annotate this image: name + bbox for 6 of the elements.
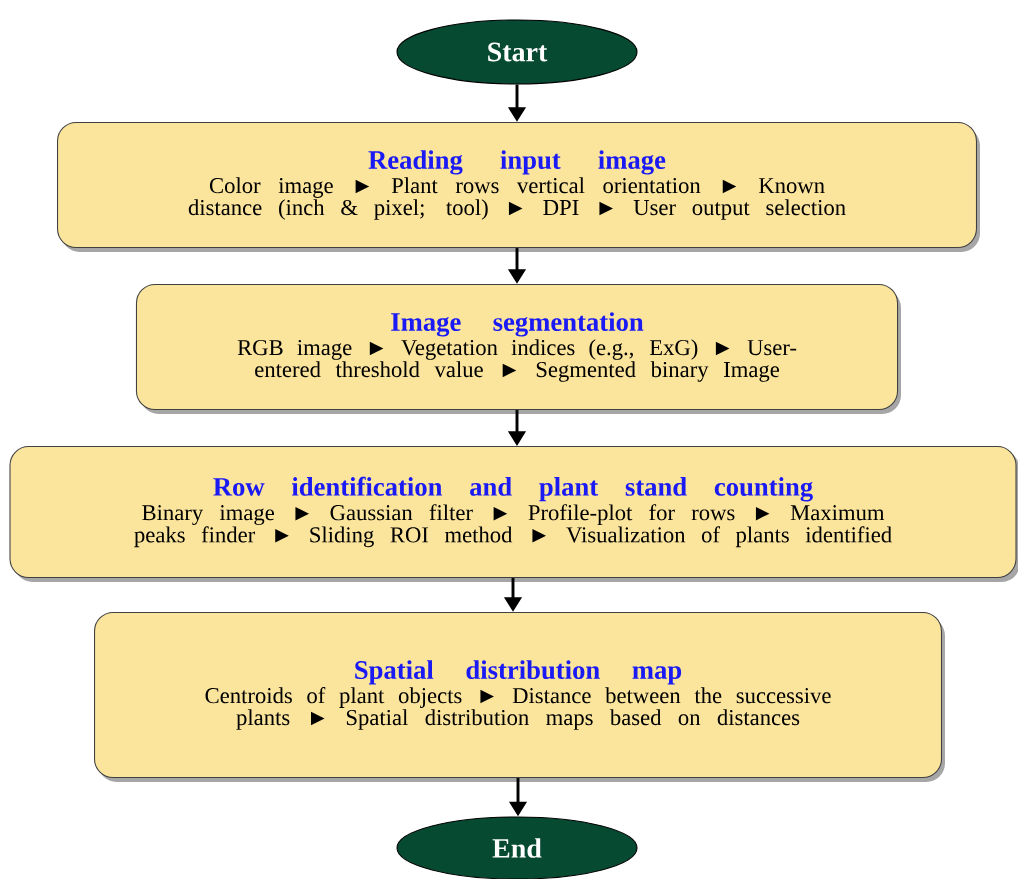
- terminal-oval: Start: [396, 19, 638, 85]
- process-box: Reading input image Color image ► Plant rows vertical orientation ► Known distance (inch & pixel; tool) ► DPI ► User output selection: [57, 121, 980, 252]
- terminal-oval: End: [396, 816, 638, 879]
- process-box: Row identification and plant stand counting Binary image ► Gaussian filter ► Profile-plot for rows ► Maximum peaks finder ► Sliding ROI method ► Visualization of plants identified: [9, 446, 1018, 582]
- process-box: Spatial distribution map Centroids of plant objects ► Distance between the successive plants ► Spatial distribution maps based on distances: [94, 611, 945, 782]
- process-box: Image segmentation RGB image ► Vegetation indices (e.g., ExG) ► User-entered threshold value ► Segmented binary Image: [135, 283, 901, 414]
